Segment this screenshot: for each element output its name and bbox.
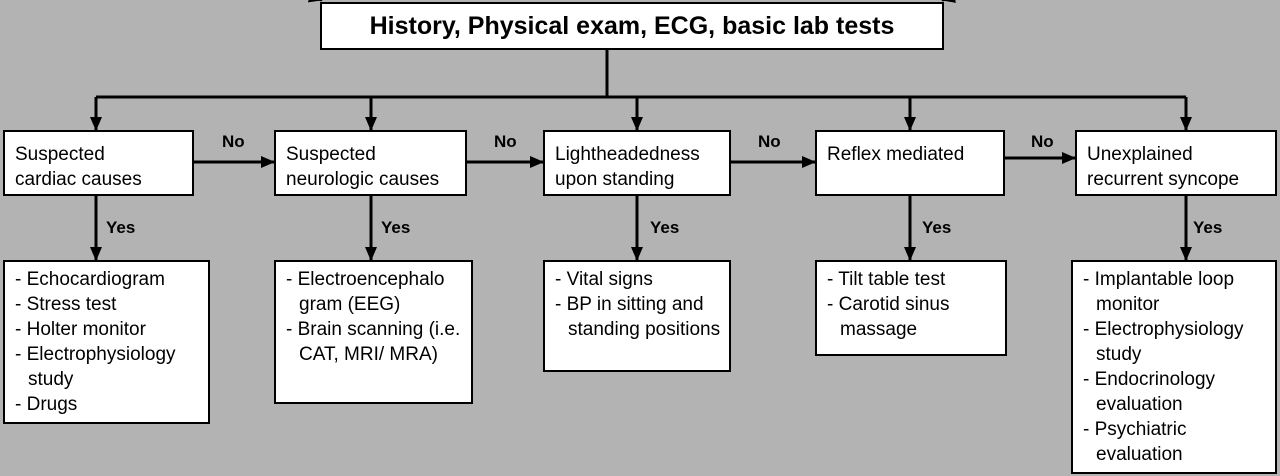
tests-box-neurologic: Electroencephalo gram (EEG) Brain scanni… xyxy=(274,260,473,404)
test-item: Electrophysiology study xyxy=(15,342,202,392)
test-item: Endocrinology evaluation xyxy=(1083,367,1269,417)
category-label: Lightheadedness upon standing xyxy=(555,144,700,190)
category-box-reflex: Reflex mediated xyxy=(815,130,1005,196)
test-item: Psychiatric evaluation xyxy=(1083,417,1269,467)
test-item: Tilt table test xyxy=(827,267,999,292)
test-item: Electroencephalo gram (EEG) xyxy=(286,267,465,317)
test-item: Electrophysiology study xyxy=(1083,317,1269,367)
yes-label-3: Yes xyxy=(650,218,680,237)
history-exam-label: History, Physical exam, ECG, basic lab t… xyxy=(369,11,895,40)
yes-label-4: Yes xyxy=(922,218,952,237)
category-box-cardiac: Suspected cardiac causes xyxy=(3,130,194,196)
tests-box-reflex: Tilt table test Carotid sinus massage xyxy=(815,260,1007,356)
category-label: Reflex mediated xyxy=(827,144,965,165)
history-exam-box: History, Physical exam, ECG, basic lab t… xyxy=(320,2,944,50)
category-label: Suspected neurologic causes xyxy=(286,144,440,190)
test-item: Implantable loop monitor xyxy=(1083,267,1269,317)
tests-box-unexplained: Implantable loop monitor Electrophysiolo… xyxy=(1071,260,1277,474)
tests-box-cardiac: Echocardiogram Stress test Holter monito… xyxy=(3,260,210,424)
category-label: Unexplained recurrent syncope xyxy=(1087,144,1240,190)
yes-label-2: Yes xyxy=(381,218,411,237)
category-box-lightheadedness: Lightheadedness upon standing xyxy=(543,130,731,196)
test-item: Stress test xyxy=(15,292,202,317)
tests-box-lightheadedness: Vital signs BP in sitting and standing p… xyxy=(543,260,731,372)
category-box-unexplained: Unexplained recurrent syncope xyxy=(1075,130,1277,196)
category-label: Suspected cardiac causes xyxy=(15,144,142,190)
test-item: Vital signs xyxy=(555,267,723,292)
no-label-2: No xyxy=(494,132,517,151)
yes-label-1: Yes xyxy=(106,218,136,237)
no-label-3: No xyxy=(758,132,781,151)
yes-label-5: Yes xyxy=(1193,218,1223,237)
test-item: Drugs xyxy=(15,392,202,417)
no-label-4: No xyxy=(1031,132,1054,151)
no-label-1: No xyxy=(222,132,245,151)
test-item: Carotid sinus massage xyxy=(827,292,999,342)
test-item: Brain scanning (i.e. CAT, MRI/ MRA) xyxy=(286,317,465,367)
category-box-neurologic: Suspected neurologic causes xyxy=(274,130,467,196)
test-item: Holter monitor xyxy=(15,317,202,342)
test-item: Echocardiogram xyxy=(15,267,202,292)
test-item: BP in sitting and standing positions xyxy=(555,292,723,342)
